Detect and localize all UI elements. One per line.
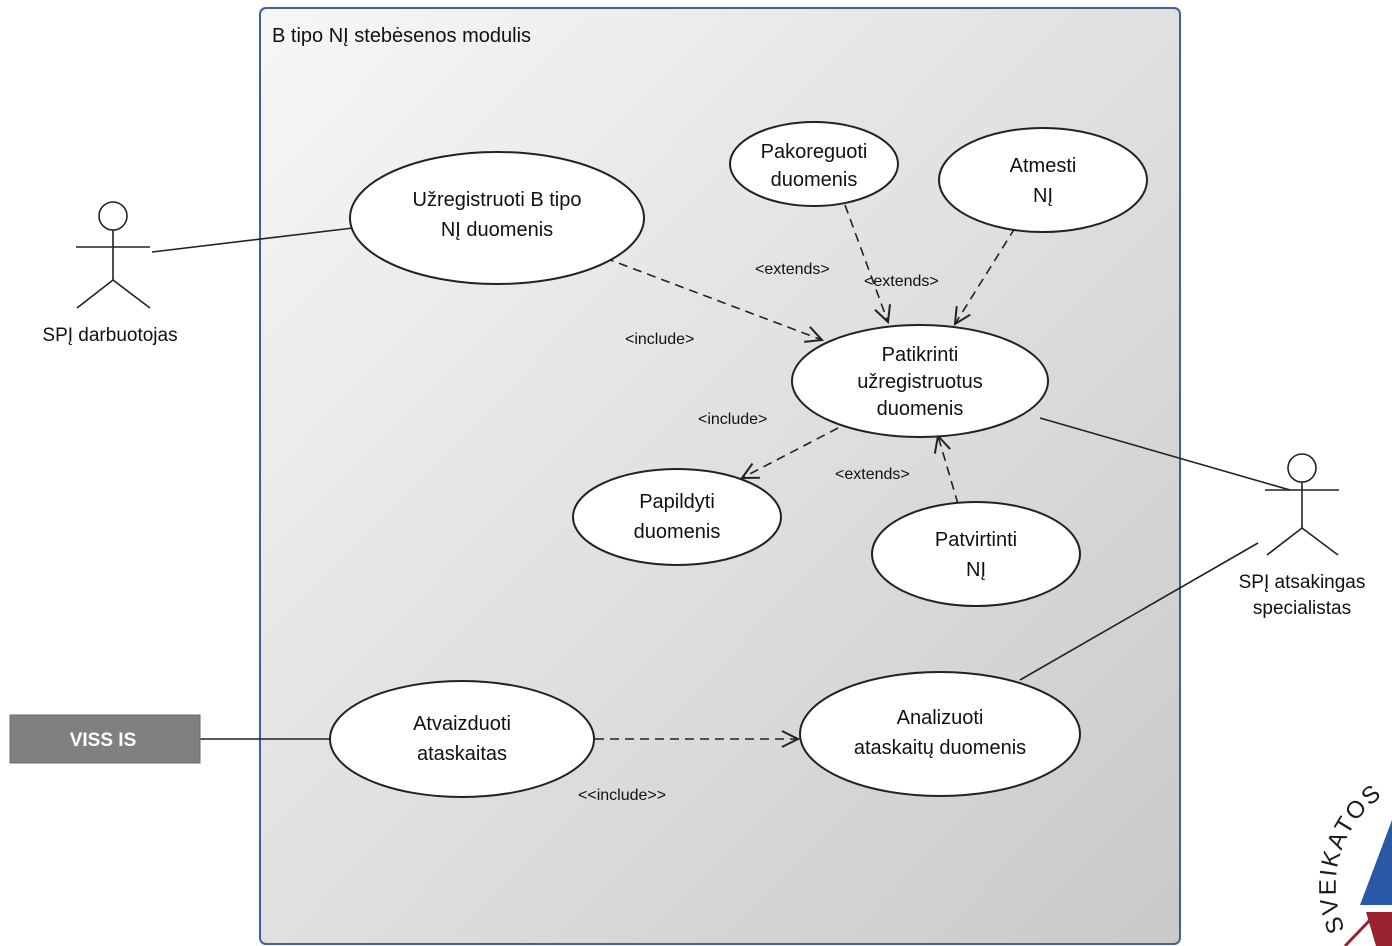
assoc-specialistas-analizuoti (1019, 542, 1259, 681)
use-case-analizuoti[interactable]: Analizuoti ataskaitų duomenis (799, 671, 1081, 797)
use-case-uzregistruoti[interactable]: Užregistruoti B tipo NĮ duomenis (349, 151, 645, 285)
use-case-atmesti-line2: NĮ (1033, 185, 1053, 207)
extends-reject-arrow (955, 227, 1016, 324)
label-include-register: <include> (625, 331, 694, 348)
use-case-patikrinti-line3: duomenis (877, 398, 964, 420)
use-case-pakoreguoti-line1: Pakoreguoti (761, 141, 868, 163)
actor-specialistas-head (1287, 453, 1317, 483)
use-case-patvirtinti-line2: NĮ (966, 559, 986, 581)
label-extends-reject: <extends> (864, 273, 939, 290)
extends-confirm-arrow (938, 436, 959, 505)
system-title: B tipo NĮ stebėsenos modulis (272, 25, 531, 47)
logo-emblem (1343, 820, 1392, 946)
use-case-analizuoti-line1: Analizuoti (897, 707, 984, 729)
use-case-atvaizduoti[interactable]: Atvaizduoti ataskaitas (329, 680, 595, 798)
actor-specialistas-label-line1: SPĮ atsakingas (1239, 572, 1366, 593)
actor-specialistas[interactable]: SPĮ atsakingas specialistas (1239, 453, 1366, 619)
actor-darbuotojas-head (98, 201, 128, 231)
use-case-patvirtinti[interactable]: Patvirtinti NĮ (871, 501, 1081, 607)
use-case-patikrinti[interactable]: Patikrinti užregistruotus duomenis (791, 324, 1049, 438)
use-case-atmesti[interactable]: Atmesti NĮ (938, 127, 1148, 233)
use-case-atvaizduoti-line2: ataskaitas (417, 743, 507, 765)
label-include-reports: <<include>> (578, 787, 666, 804)
use-case-pakoreguoti-line2: duomenis (771, 169, 858, 191)
use-case-analizuoti-line2: ataskaitų duomenis (854, 737, 1026, 759)
extends-correct-arrow (844, 204, 888, 322)
label-include-supplement: <include> (698, 411, 767, 428)
use-case-papildyti-line2: duomenis (634, 521, 721, 543)
assoc-darbuotojas-uzregistruoti (151, 227, 354, 253)
use-case-atmesti-line1: Atmesti (1010, 155, 1077, 177)
label-extends-correct: <extends> (755, 261, 830, 278)
use-case-papildyti-line1: Papildyti (639, 491, 715, 513)
include-register-arrow (604, 257, 822, 340)
include-supplement-arrow (742, 427, 839, 478)
use-case-uzregistruoti-line1: Užregistruoti B tipo (413, 189, 582, 211)
external-system-viss[interactable]: VISS IS (9, 714, 201, 764)
use-case-patikrinti-line2: užregistruotus (857, 371, 983, 393)
actor-darbuotojas[interactable]: SPĮ darbuotojas (42, 201, 178, 346)
use-case-pakoreguoti[interactable]: Pakoreguoti duomenis (729, 121, 899, 207)
actor-specialistas-label-line2: specialistas (1253, 598, 1351, 619)
use-case-atvaizduoti-line1: Atvaizduoti (413, 713, 511, 735)
use-case-papildyti[interactable]: Papildyti duomenis (572, 468, 782, 566)
label-extends-confirm: <extends> (835, 466, 910, 483)
use-case-uzregistruoti-line2: NĮ duomenis (441, 219, 553, 241)
use-case-patikrinti-line1: Patikrinti (882, 344, 959, 366)
external-system-viss-label: VISS IS (70, 730, 137, 751)
actor-darbuotojas-label: SPĮ darbuotojas (42, 325, 177, 346)
use-case-patvirtinti-line1: Patvirtinti (935, 529, 1017, 551)
assoc-specialistas-patikrinti (1039, 417, 1291, 491)
